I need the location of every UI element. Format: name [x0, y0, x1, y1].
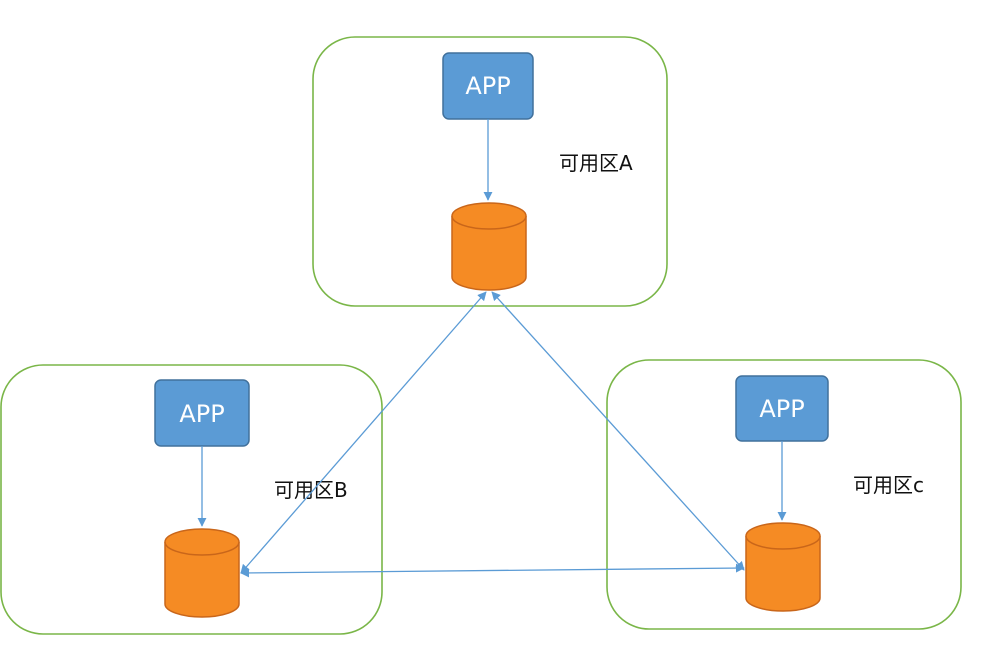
zone-b-app: APP — [154, 379, 250, 447]
zone-c-app: APP — [735, 375, 829, 442]
zone-c-label: 可用区c — [853, 473, 924, 497]
zone-a-database-icon — [451, 202, 527, 291]
zone-c-app-label: APP — [759, 395, 804, 423]
db-a-db-b-sync-arrow — [240, 291, 487, 574]
zone-a-app: APP — [442, 52, 534, 120]
db-b-db-c-sync-arrow — [240, 563, 745, 578]
zone-c-database-icon — [745, 522, 821, 612]
zone-a-app-label: APP — [465, 72, 510, 100]
zone-a: APP 可用区A — [312, 36, 668, 307]
zone-a-box — [312, 36, 668, 307]
zone-b-label: 可用区B — [274, 478, 348, 502]
zone-b: APP 可用区B — [0, 364, 383, 635]
zone-c: APP 可用区c — [606, 359, 962, 630]
db-a-db-c-sync-arrow — [491, 291, 745, 571]
zone-b-database-icon — [164, 528, 240, 618]
zone-b-app-label: APP — [179, 400, 224, 428]
zone-a-label: 可用区A — [559, 151, 633, 175]
